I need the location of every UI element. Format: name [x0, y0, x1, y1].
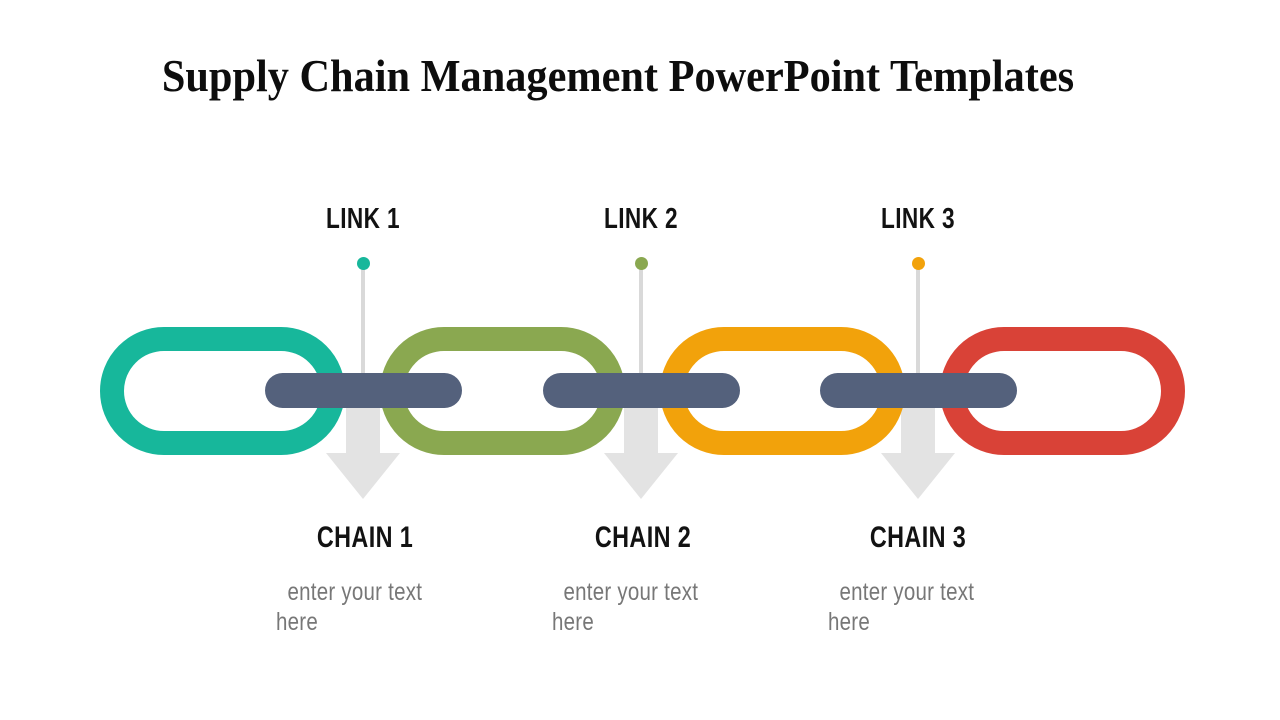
- chain-placeholder-3[interactable]: enter your text here: [828, 578, 975, 636]
- slide-title: Supply Chain Management PowerPoint Templ…: [161, 50, 1075, 101]
- link-pointer-line-3: [916, 268, 920, 390]
- chain-connector-2: [543, 373, 740, 408]
- chain-connector-3: [820, 373, 1017, 408]
- link-label-3: LINK 3: [881, 203, 955, 235]
- link-pointer-dot-2: [635, 257, 648, 270]
- link-label-2: LINK 2: [604, 203, 678, 235]
- link-pointer-line-1: [361, 268, 365, 390]
- chain-connector-1: [265, 373, 462, 408]
- chain-label-3: CHAIN 3: [869, 521, 967, 554]
- chain-label-2: CHAIN 2: [594, 521, 692, 554]
- link-label-1: LINK 1: [326, 203, 400, 235]
- link-pointer-dot-3: [912, 257, 925, 270]
- down-arrow-head-1: [326, 453, 400, 499]
- down-arrow-head-2: [604, 453, 678, 499]
- chain-label-1: CHAIN 1: [316, 521, 414, 554]
- down-arrow-head-3: [881, 453, 955, 499]
- link-pointer-dot-1: [357, 257, 370, 270]
- link-pointer-line-2: [639, 268, 643, 390]
- chain-placeholder-1[interactable]: enter your text here: [276, 578, 423, 636]
- chain-placeholder-2[interactable]: enter your text here: [552, 578, 699, 636]
